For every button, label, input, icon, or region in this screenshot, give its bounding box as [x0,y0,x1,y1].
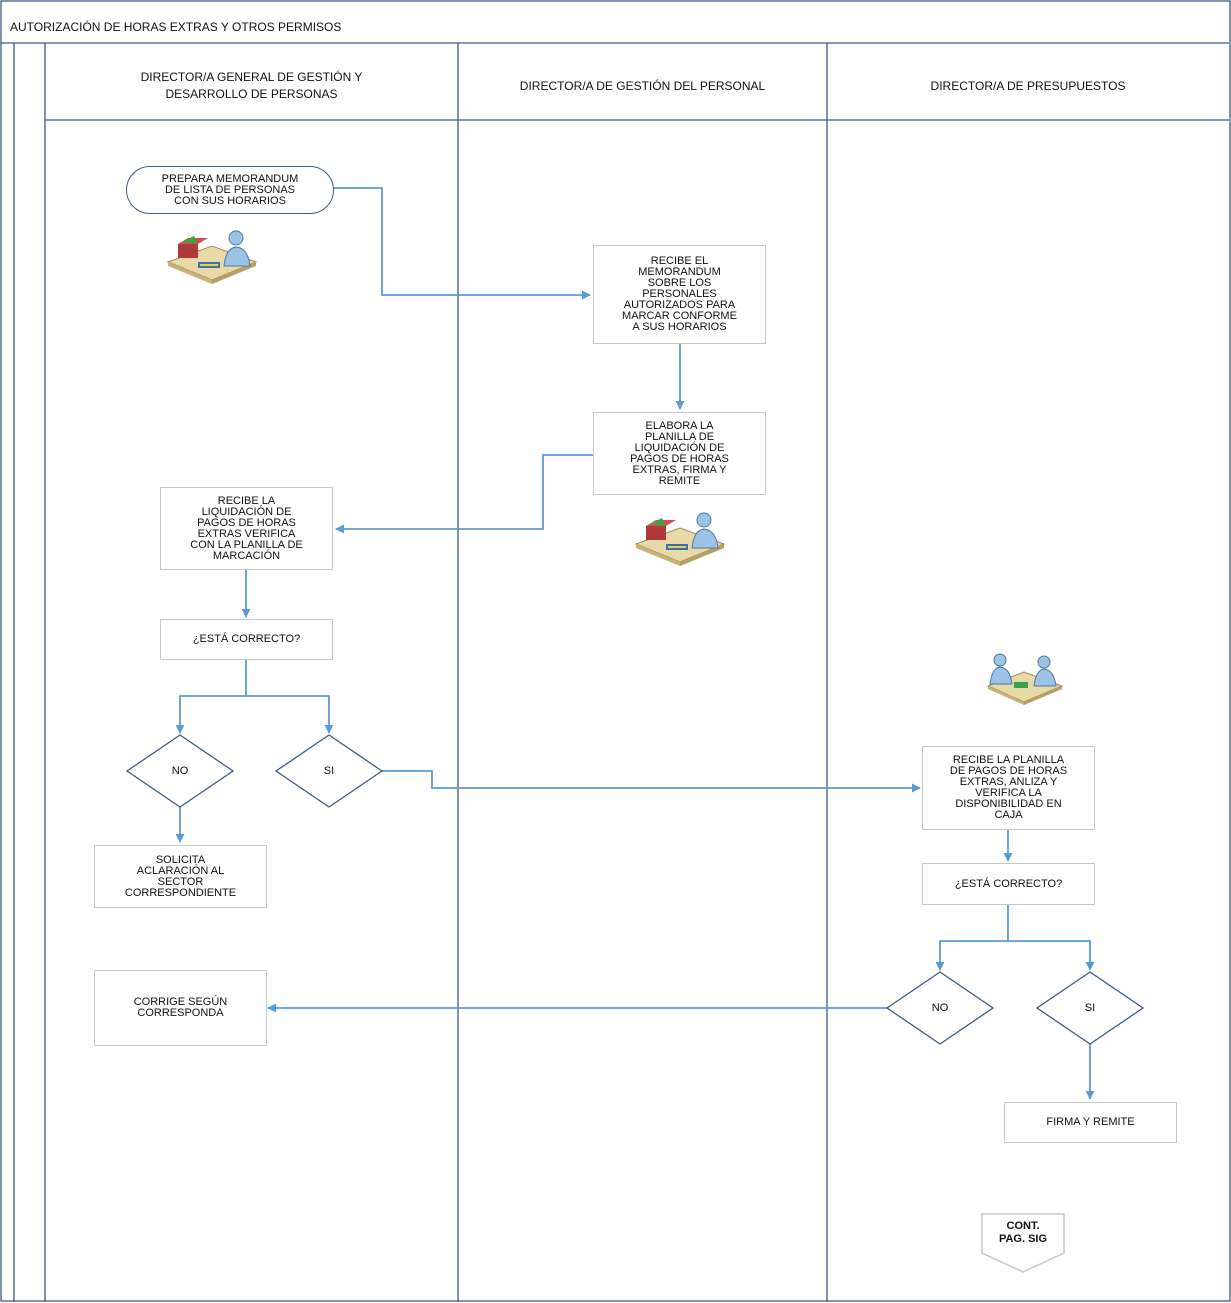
process-recibe-liquidacion: RECIBE LA LIQUIDACIÓN DE PAGOS DE HORAS … [160,487,333,570]
connector-start-to-recibe-memo [333,187,591,300]
question-esta-correcto-1: ¿ESTÁ CORRECTO? [160,619,333,660]
lane-title-dgp: DIRECTOR/A DE GESTIÓN DEL PERSONAL [519,78,766,93]
offpage-connector [981,1213,1065,1273]
question-esta-correcto-2: ¿ESTÁ CORRECTO? [922,863,1095,905]
decision-si-2 [1035,971,1145,1045]
decision-no-1 [125,734,235,808]
process-recibe-planilla: RECIBE LA PLANILLA DE PAGOS DE HORAS EXT… [922,746,1095,830]
decision-si-2-label: SI [1084,1002,1096,1014]
process-recibe-memorandum: RECIBE EL MEMORANDUM SOBRE LOS PERSONALE… [593,245,766,344]
decision-si-1 [274,734,384,808]
decision-no-2-label: NO [931,1002,949,1014]
connector-q1-to-si1 [246,695,334,734]
worker-at-desk-icon [634,512,726,566]
process-firma-remite: FIRMA Y REMITE [1004,1102,1177,1143]
process-corrige: CORRIGE SEGÚN CORRESPONDA [94,970,267,1046]
connector-q2-split [935,904,1009,971]
diagram-title: AUTORIZACIÓN DE HORAS EXTRAS Y OTROS PER… [10,20,342,34]
process-elabora-planilla: ELABORA LA PLANILLA DE LIQUIDACIÓN DE PA… [593,412,766,495]
offpage-label: CONT. PAG. SIG [998,1220,1048,1245]
process-solicita-aclaracion: SOLICITA ACLARACIÓN AL SECTOR CORRESPOND… [94,845,267,908]
lane-title-dggdp: DIRECTOR/A GENERAL DE GESTIÓN Y DESARROL… [140,70,363,101]
connector-q2-to-si2 [1008,940,1095,971]
connector-q1-split [179,659,247,733]
decision-si-1-label: SI [323,765,335,777]
lane-title-dpres: DIRECTOR/A DE PRESUPUESTOS [930,78,1126,93]
worker-at-desk-icon [166,230,258,284]
decision-no-2 [885,971,995,1045]
decision-no-1-label: NO [171,765,189,777]
connector-elabora-to-recibe-liq [335,454,594,534]
meeting-icon [986,653,1064,705]
connector-si1-to-recibe-planilla [382,770,921,793]
start-terminator: PREPARA MEMORANDUM DE LISTA DE PERSONAS … [126,166,334,214]
